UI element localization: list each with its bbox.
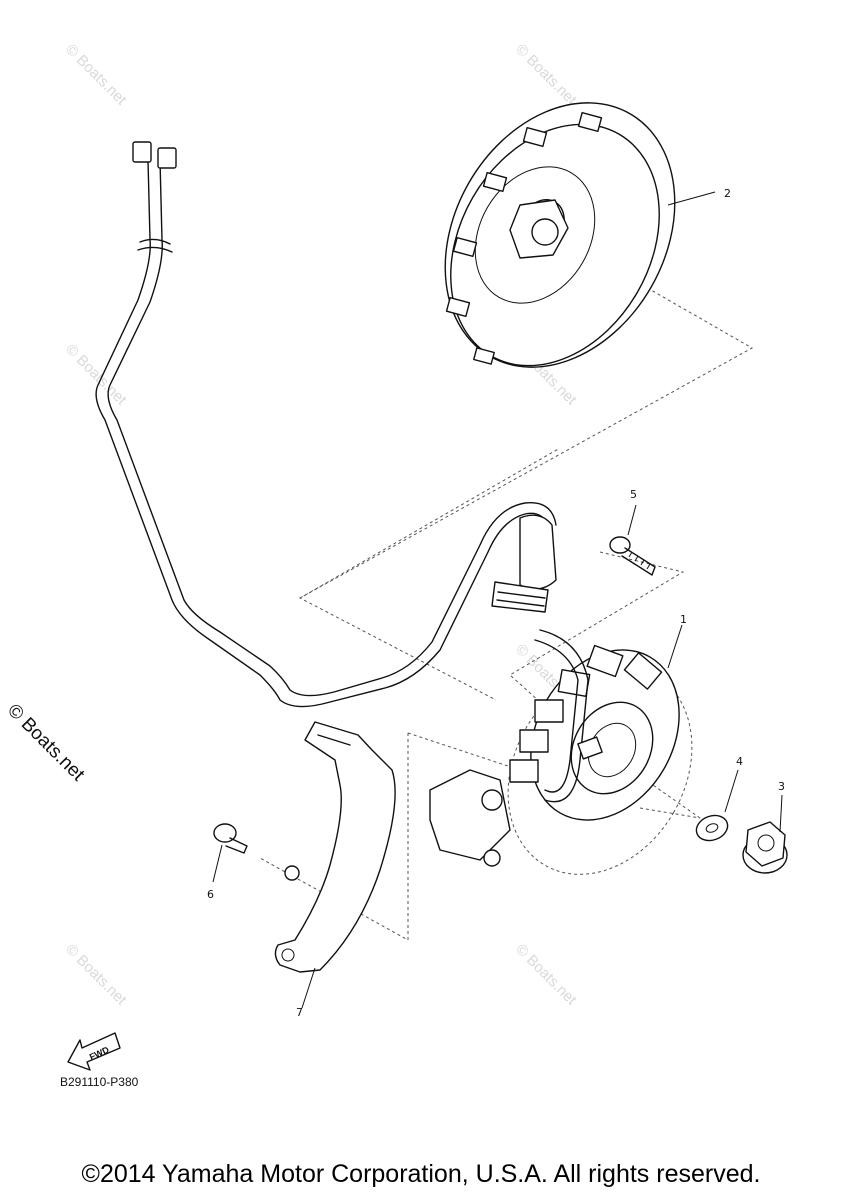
washer [695, 814, 729, 842]
fwd-arrow-icon: FWD [67, 1032, 121, 1071]
wire-coupler-left [132, 141, 152, 163]
callout-labels: 1 2 3 4 5 6 7 [207, 187, 785, 1019]
diagram-code: B291110-P380 [60, 1075, 139, 1089]
copyright-notice: ©2014 Yamaha Motor Corporation, U.S.A. A… [81, 1160, 761, 1188]
wire-coupler-right [157, 147, 177, 169]
leader-lines [212, 191, 783, 1009]
screw-lower [213, 823, 248, 854]
callout-6: 6 [207, 888, 214, 901]
watermark-text: © Boats.net [512, 941, 580, 1009]
callout-5: 5 [630, 488, 637, 501]
callout-1: 1 [680, 613, 687, 626]
callout-4: 4 [736, 755, 743, 768]
callout-2: 2 [724, 187, 731, 200]
watermark-text: © Boats.net [512, 41, 580, 109]
watermark-text: © Boats.net [62, 41, 130, 109]
callout-3: 3 [778, 780, 785, 793]
flange-nut [742, 821, 788, 874]
screw-upper [609, 536, 656, 576]
wire-harness [95, 141, 557, 708]
flywheel-rotor [444, 102, 676, 368]
callout-7: 7 [296, 1006, 303, 1019]
lead-wire-holder [274, 721, 396, 973]
watermark-text: © Boats.net [62, 941, 130, 1009]
stator-assembly [429, 629, 693, 875]
